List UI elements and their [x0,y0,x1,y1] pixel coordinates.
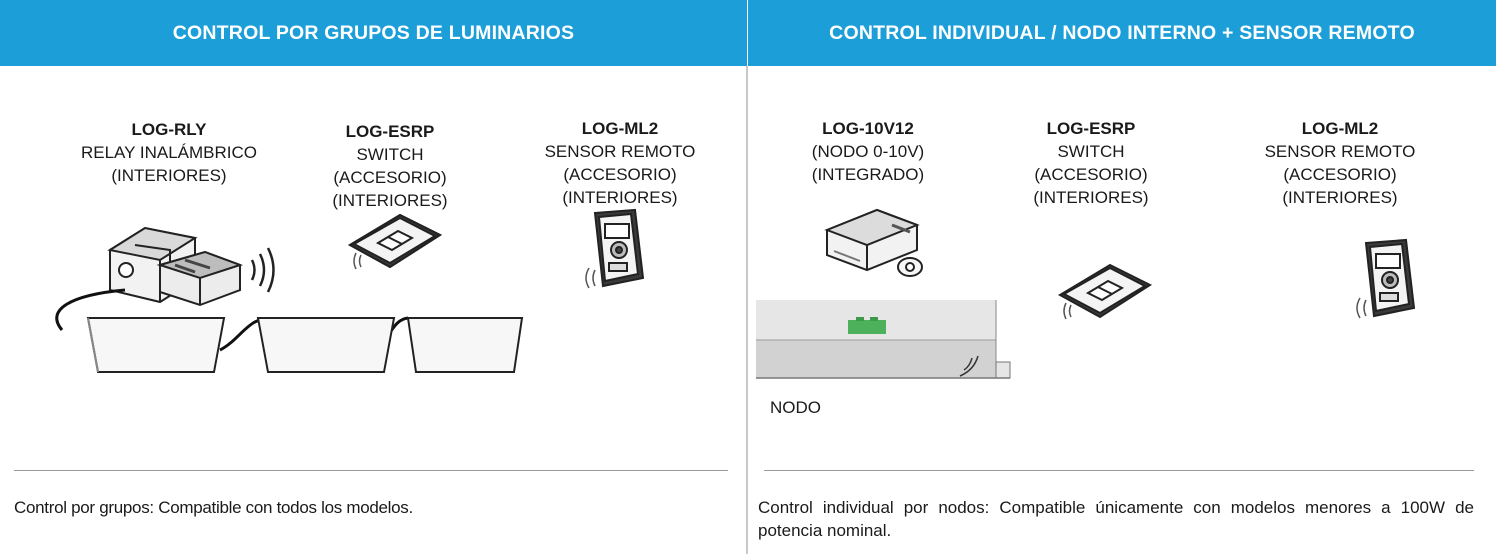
individual-control-footnote: Control individual por nodos: Compatible… [758,498,1474,540]
device-desc: (ACCESORIO) [563,165,677,184]
wireless-signal-icon [1063,302,1072,320]
group-control-panel: CONTROL POR GRUPOS DE LUMINARIOS LOG-RLY… [0,0,748,517]
device-log-10v12-label: LOG-10V12 (NODO 0-10V) (INTEGRADO) [778,117,958,186]
device-model: LOG-ML2 [581,119,659,138]
device-log-esrp-label: LOG-ESRP SWITCH (ACCESORIO) (INTERIORES) [320,120,460,212]
individual-control-panel: CONTROL INDIVIDUAL / NODO INTERNO + SENS… [748,0,1496,554]
relay-module-icon [156,250,244,307]
right-separator [764,470,1474,471]
wall-switch-icon [1057,263,1153,319]
wireless-signal-icon [353,252,362,270]
device-model: LOG-ESRP [345,122,435,141]
left-separator [14,470,728,471]
luminaire-housing-illustration [756,300,1011,379]
device-desc: (INTERIORES) [1282,188,1398,207]
relay-assembly-illustration [107,226,275,307]
remote-sensor-icon [1364,238,1416,318]
group-control-header: CONTROL POR GRUPOS DE LUMINARIOS [0,0,748,66]
device-desc: (INTERIORES) [562,188,678,207]
device-desc: (ACCESORIO) [333,168,447,187]
device-desc: (INTEGRADO) [811,165,925,184]
device-desc: (INTERIORES) [332,191,448,210]
device-desc: SWITCH [356,145,424,164]
wall-switch-illustration [347,213,443,270]
device-log-ml2-label: LOG-ML2 SENSOR REMOTO (ACCESORIO) (INTER… [530,117,710,209]
led-panels-illustration [86,317,524,373]
device-desc: (ACCESORIO) [1034,165,1148,184]
group-control-footnote: Control por grupos: Compatible con todos… [14,498,413,517]
individual-control-title: CONTROL INDIVIDUAL / NODO INTERNO + SENS… [829,21,1415,44]
device-desc: (NODO 0-10V) [811,142,925,161]
remote-sensor-illustration [585,208,645,289]
led-panel-icon [406,317,524,373]
device-log-rly-label: LOG-RLY RELAY INALÁMBRICO (INTERIORES) [74,118,264,187]
device-desc: SENSOR REMOTO [544,142,696,161]
panel-divider [746,66,748,554]
individual-control-header: CONTROL INDIVIDUAL / NODO INTERNO + SENS… [748,0,1496,66]
device-model: LOG-ML2 [1301,119,1379,138]
remote-sensor-icon [593,208,645,288]
group-control-title: CONTROL POR GRUPOS DE LUMINARIOS [172,21,575,44]
device-desc: RELAY INALÁMBRICO [80,143,258,162]
device-model: LOG-RLY [131,120,207,139]
node-label: NODO [770,398,821,417]
led-panel-icon [86,317,226,373]
node-module-icon [824,208,923,277]
device-model: LOG-ESRP [1046,119,1136,138]
wall-switch-illustration [1057,263,1153,320]
node-module-illustration [824,208,923,277]
device-desc: (ACCESORIO) [1283,165,1397,184]
device-desc: (INTERIORES) [111,166,227,185]
remote-sensor-illustration [1356,238,1416,319]
device-desc: SENSOR REMOTO [1264,142,1416,161]
device-desc: (INTERIORES) [1033,188,1149,207]
device-log-esrp-label: LOG-ESRP SWITCH (ACCESORIO) (INTERIORES) [1016,117,1166,209]
luminaire-housing-icon [756,300,1011,379]
device-log-ml2-label: LOG-ML2 SENSOR REMOTO (ACCESORIO) (INTER… [1250,117,1430,209]
wireless-signal-icon [959,355,979,377]
wall-switch-icon [347,213,443,269]
device-desc: SWITCH [1057,142,1125,161]
wireless-signal-icon [1356,297,1367,319]
led-panel-icon [256,317,396,373]
wireless-signal-icon [250,247,275,293]
device-model: LOG-10V12 [822,119,914,138]
wireless-signal-icon [585,267,596,289]
